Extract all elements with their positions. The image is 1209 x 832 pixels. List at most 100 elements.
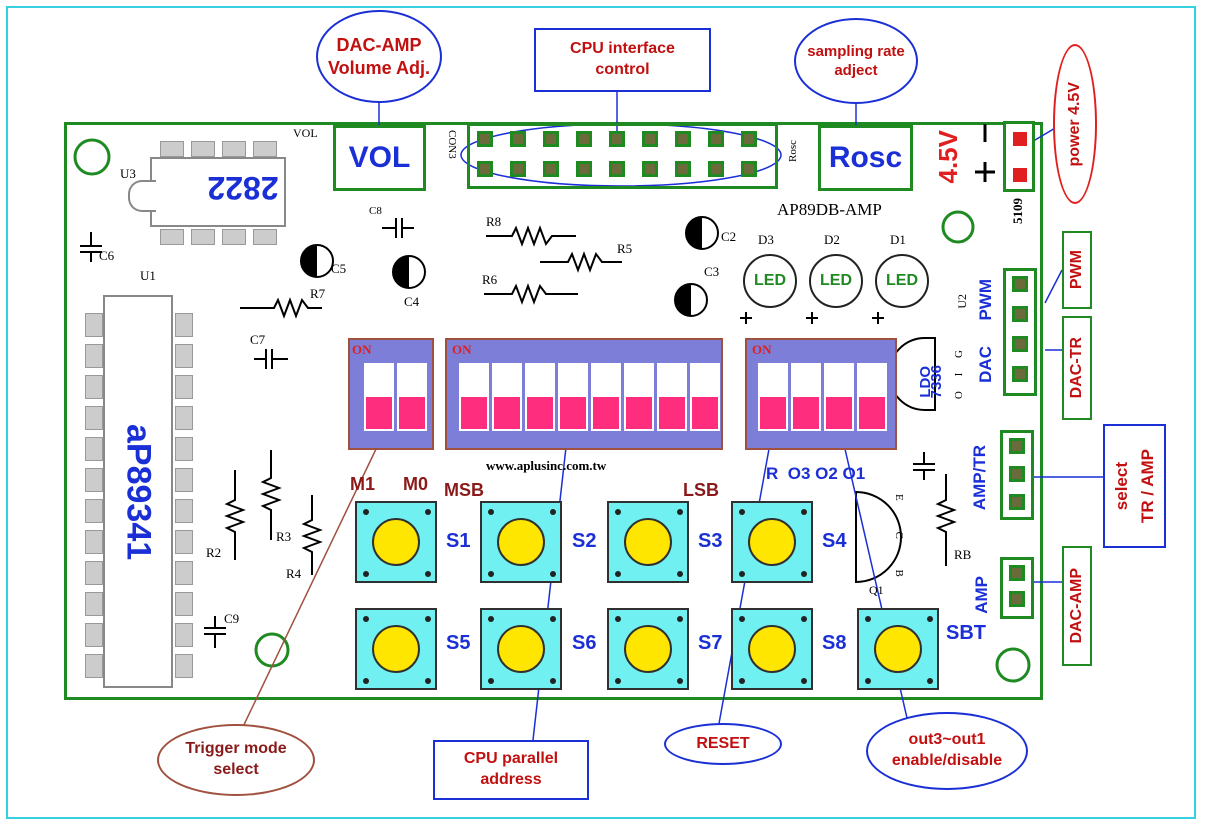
callout-tr-amp-select: TR / AMP select	[1103, 424, 1166, 548]
chip-pin	[85, 437, 103, 461]
chip-pin	[175, 623, 193, 647]
mounting-hole	[941, 210, 975, 244]
dip-toggle[interactable]	[624, 363, 654, 431]
chip-pin	[175, 468, 193, 492]
vol-potentiometer: VOL	[333, 125, 426, 191]
label-r2: R2	[206, 545, 222, 560]
connector-pin	[708, 131, 724, 147]
chip-pin	[175, 561, 193, 585]
callout-power: power 4.5V	[1053, 44, 1097, 204]
chip-pin	[253, 229, 277, 245]
capacitor-c8-top	[382, 218, 414, 238]
capacitor-c4	[392, 255, 426, 289]
dip-toggle[interactable]	[591, 363, 621, 431]
button-s2[interactable]	[480, 501, 562, 583]
chip-pin	[222, 229, 246, 245]
vol-label: VOL	[348, 141, 411, 174]
callout-dac-tr: DAC-TR	[1062, 316, 1092, 420]
button-s7[interactable]	[607, 608, 689, 690]
label-c3: C3	[704, 264, 720, 279]
callout-dac-amp-volume: DAC-AMP Volume Adj.	[316, 10, 442, 103]
dip-label-outputs: R O3 O2 O1	[766, 464, 866, 483]
button-label-s5: S5	[446, 632, 471, 654]
label-c8: C8	[369, 205, 382, 217]
button-s1[interactable]	[355, 501, 437, 583]
callout-cpu-interface: CPU interface control	[534, 28, 711, 92]
connector-pin	[477, 161, 493, 177]
button-label-s7: S7	[698, 632, 723, 654]
chip-u3-notch	[128, 180, 156, 212]
callout-dac-amp: DAC-AMP	[1062, 546, 1092, 666]
dip-label-lsb: LSB	[683, 480, 719, 500]
button-sbt[interactable]	[857, 608, 939, 690]
connector-pin	[543, 161, 559, 177]
label-rb: RB	[954, 547, 972, 562]
vol-tag: VOL	[293, 126, 318, 140]
button-s6[interactable]	[480, 608, 562, 690]
chip-pin	[85, 623, 103, 647]
dip-toggle[interactable]	[824, 363, 854, 431]
led-polarity	[740, 312, 884, 324]
led-d1: LED	[875, 254, 929, 308]
connector-tag: CON3	[446, 130, 458, 159]
chip-pin	[175, 654, 193, 678]
dip-toggle[interactable]	[558, 363, 588, 431]
amp-tr-label: AMP/TR	[970, 445, 989, 511]
chip-pin	[85, 313, 103, 337]
website-url: www.aplusinc.com.tw	[486, 458, 607, 473]
connector-pin	[675, 131, 691, 147]
connector-pin	[477, 131, 493, 147]
ldo-code: 7336	[927, 365, 945, 399]
chip-pin	[175, 530, 193, 554]
button-s3[interactable]	[607, 501, 689, 583]
label-c4: C4	[404, 294, 420, 309]
label-c6: C6	[99, 248, 115, 263]
label-c2: C2	[721, 229, 737, 244]
chip-pin	[175, 499, 193, 523]
voltage-label: 4.5V	[933, 130, 963, 184]
dip-toggle[interactable]	[459, 363, 489, 431]
chip-u3-name: 2822	[207, 170, 279, 206]
button-s8[interactable]	[731, 608, 813, 690]
dip-toggle[interactable]	[364, 363, 394, 431]
chip-pin	[85, 530, 103, 554]
resistor-r3	[260, 450, 282, 540]
chip-pin	[175, 437, 193, 461]
connector-pin	[609, 131, 625, 147]
mounting-hole	[73, 138, 111, 176]
connector-pin	[642, 131, 658, 147]
ldo-pins: O I G	[953, 344, 965, 400]
pwm-label: PWM	[976, 279, 995, 321]
label-u3: U3	[120, 166, 136, 181]
dac-label: DAC	[976, 345, 995, 383]
power-polarity	[975, 124, 995, 182]
label-r3: R3	[276, 529, 292, 544]
dip-toggle[interactable]	[758, 363, 788, 431]
button-s5[interactable]	[355, 608, 437, 690]
rosc-tag: Rosc	[787, 140, 799, 162]
dip-toggle[interactable]	[397, 363, 427, 431]
board-name: AP89DB-AMP	[777, 200, 882, 219]
dip-toggle[interactable]	[657, 363, 687, 431]
capacitor-c3	[674, 283, 708, 317]
capacitor-c6	[80, 232, 102, 262]
dip-toggle[interactable]	[690, 363, 720, 431]
button-label-s8: S8	[822, 632, 847, 654]
connector-pin	[510, 131, 526, 147]
dip-toggle[interactable]	[791, 363, 821, 431]
dip-toggle[interactable]	[525, 363, 555, 431]
chip-pin	[175, 344, 193, 368]
dip-toggle[interactable]	[492, 363, 522, 431]
connector-pin	[576, 131, 592, 147]
mounting-hole	[995, 647, 1031, 683]
chip-pin	[175, 406, 193, 430]
label-r6: R6	[482, 272, 498, 287]
chip-u3: 2822	[150, 157, 286, 227]
resistor-r2	[224, 470, 246, 560]
chip-pin	[191, 229, 215, 245]
connector-pin	[741, 161, 757, 177]
dip-toggle[interactable]	[857, 363, 887, 431]
button-s4[interactable]	[731, 501, 813, 583]
label-c5: C5	[331, 261, 347, 276]
